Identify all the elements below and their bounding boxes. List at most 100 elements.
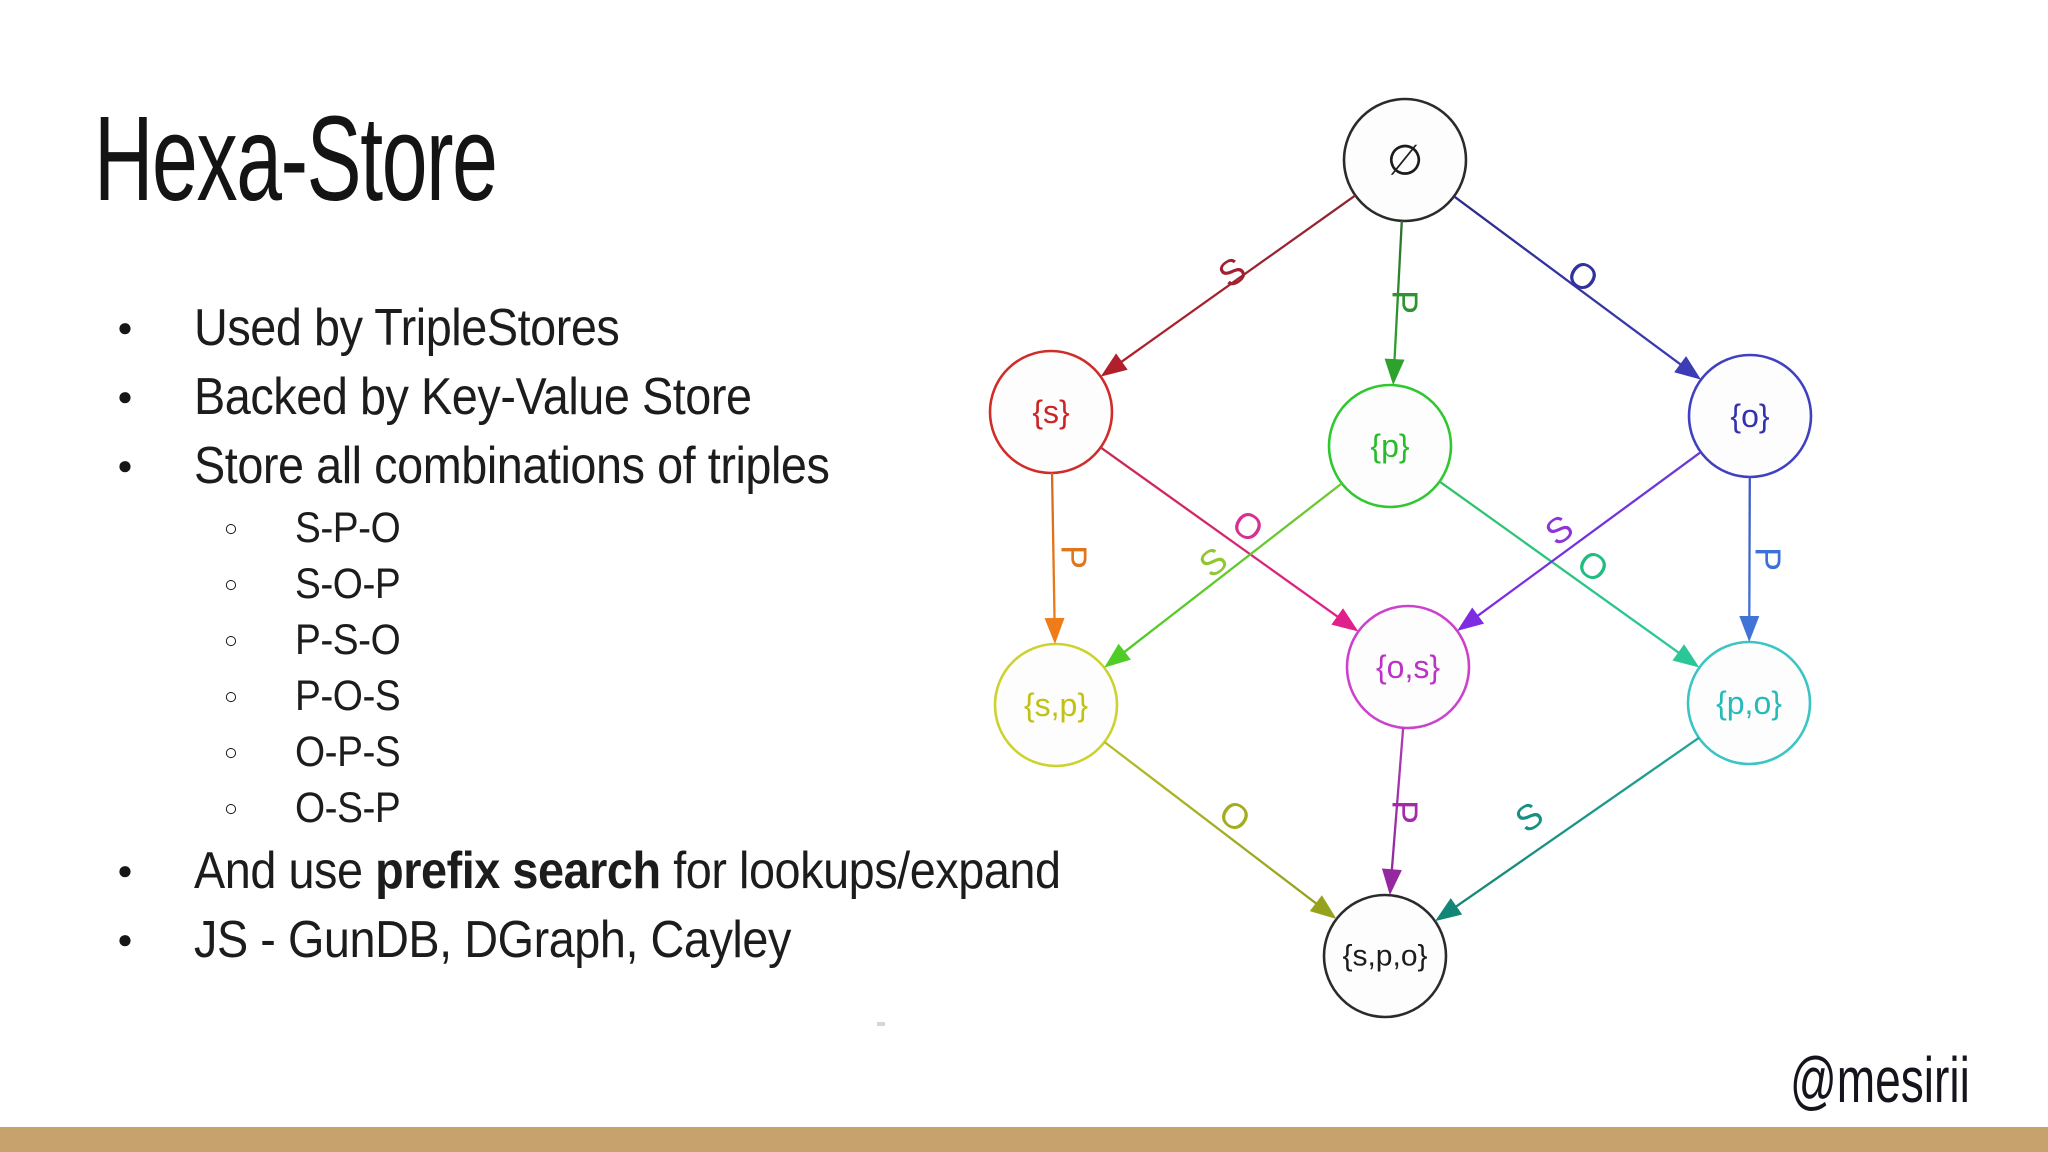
bullet-text: O-S-P	[295, 783, 401, 833]
edge-sp-spo	[1103, 741, 1319, 906]
node-circle-os	[1345, 604, 1471, 730]
edge-s-sp	[1050, 472, 1056, 621]
edge-label-p-sp: S	[1191, 538, 1235, 585]
bullet-circle-icon: ○	[224, 570, 238, 597]
edge-label-p-po: O	[1570, 541, 1617, 591]
bullet-text-segment: Used by TripleStores	[194, 298, 620, 357]
bullet-circle-icon: ○	[224, 626, 238, 653]
bullet-text: S-O-P	[295, 559, 401, 609]
node-label-os: {o,s}	[1376, 649, 1440, 685]
sub-bullet-item: ○ P-S-O	[100, 612, 1310, 668]
edge-label-sp-spo: O	[1211, 791, 1258, 841]
edge-label-o-os: S	[1537, 506, 1581, 553]
bullet-item: ● Store all combinations of triples	[100, 431, 1310, 500]
node-circle-empty	[1342, 97, 1468, 223]
bullet-text: O-P-S	[295, 727, 401, 777]
arrowhead-icon-p-po	[1672, 644, 1700, 668]
edge-label-o-po: P	[1748, 547, 1789, 571]
node-label-p: {p}	[1370, 428, 1409, 464]
node-label-po: {p,o}	[1716, 685, 1782, 721]
edge-p-sp	[1122, 482, 1343, 654]
arrowhead-icon-empty-p	[1384, 358, 1405, 386]
edge-label-os-spo: P	[1385, 800, 1426, 824]
sub-bullet-item: ○O-P-S	[100, 724, 1310, 780]
bullet-item: ● JS - GunDB, DGraph, Cayley	[100, 905, 1310, 974]
stray-mark	[877, 1022, 885, 1026]
arrowhead-icon-p-sp	[1104, 643, 1131, 668]
bullet-text: P-S-O	[295, 615, 401, 665]
node-label-sp: {s,p}	[1024, 687, 1088, 723]
edge-empty-p	[1393, 220, 1403, 362]
edge-o-os	[1475, 451, 1702, 618]
sub-bullet-item: ○ P-O-S	[100, 668, 1310, 724]
node-circle-p	[1327, 383, 1453, 509]
edge-label-s-sp: P	[1054, 545, 1095, 569]
edge-empty-s	[1119, 194, 1356, 364]
bullet-dot-icon: ●	[117, 450, 133, 480]
bullet-dot-icon: ●	[117, 855, 133, 885]
bullet-item: ● Backed by Key-Value Store	[100, 362, 1310, 431]
bullet-text: JS - GunDB, DGraph, Cayley	[194, 910, 791, 970]
bullet-circle-icon: ○	[224, 682, 238, 709]
node-label-empty: ∅	[1387, 137, 1424, 184]
edge-label-empty-p: P	[1385, 290, 1426, 314]
bullet-text-segment: O-S-P	[295, 783, 401, 832]
bullet-text: P-O-S	[295, 671, 401, 721]
bullet-dot-icon: ●	[117, 312, 133, 342]
arrowhead-icon-os-spo	[1381, 868, 1402, 896]
bullet-text-segment: for lookups/expand	[660, 841, 1061, 900]
bullet-text-segment: Backed by Key-Value Store	[194, 367, 752, 426]
node-circle-sp	[993, 642, 1119, 768]
node-label-s: {s}	[1032, 394, 1070, 430]
edge-empty-o	[1453, 195, 1683, 367]
bullet-text-segment: P-O-S	[295, 671, 401, 720]
bullet-text: Used by TripleStores	[194, 298, 620, 358]
bullet-text-segment: S-O-P	[295, 559, 401, 608]
edge-p-po	[1438, 480, 1681, 655]
footer-accent-bar	[0, 1127, 2048, 1152]
bullet-text-segment: And use	[194, 841, 376, 900]
arrowhead-icon-s-sp	[1044, 617, 1065, 645]
bullet-text: S-P-O	[295, 503, 401, 553]
bullet-circle-icon: ○	[224, 794, 238, 821]
bullet-text-segment: Store all combinations of triples	[194, 436, 830, 495]
edge-label-po-spo: S	[1507, 793, 1550, 840]
node-circle-s	[988, 349, 1114, 475]
sub-bullet-item: ○ S-P-O	[100, 500, 1310, 556]
node-circle-spo	[1322, 893, 1448, 1019]
twitter-handle: @mesirii	[1790, 1044, 1970, 1116]
bullet-dot-icon: ●	[117, 381, 133, 411]
bullet-text-segment: JS - GunDB, DGraph, Cayley	[194, 910, 791, 969]
bullet-text-segment: S-P-O	[295, 503, 401, 552]
bullet-text: Store all combinations of triples	[194, 436, 830, 496]
node-circle-o	[1687, 353, 1813, 479]
arrowhead-icon-empty-o	[1674, 356, 1702, 380]
bullet-text-segment: P-S-O	[295, 615, 401, 664]
bullet-dot-icon: ●	[117, 924, 133, 954]
arrowhead-icon-o-po	[1739, 615, 1760, 643]
arrowhead-icon-empty-s	[1100, 353, 1128, 377]
edge-po-spo	[1454, 736, 1700, 909]
bullet-circle-icon: ○	[224, 514, 238, 541]
bullet-text: Backed by Key-Value Store	[194, 367, 752, 427]
arrowhead-icon-sp-spo	[1309, 895, 1337, 920]
edge-s-os	[1099, 446, 1340, 619]
node-label-spo: {s,p,o}	[1342, 940, 1427, 973]
arrowhead-icon-po-spo	[1435, 898, 1463, 922]
edge-label-empty-o: O	[1560, 251, 1607, 301]
bullet-text-bold-segment: prefix search	[375, 841, 661, 900]
arrowhead-icon-s-os	[1331, 608, 1359, 632]
bullet-list: ● Used by TripleStores ● Backed by Key-Valu…	[100, 293, 1310, 974]
bullet-item: ● And use prefix search for lookups/expan…	[100, 836, 1310, 905]
bullet-item: ● Used by TripleStores	[100, 293, 1310, 362]
bullet-text-segment: O-P-S	[295, 727, 401, 776]
node-label-o: {o}	[1730, 398, 1769, 434]
node-circle-po	[1686, 640, 1812, 766]
sub-bullet-item: ○ S-O-P	[100, 556, 1310, 612]
arrowhead-icon-o-os	[1457, 607, 1485, 631]
page-title: Hexa-Store	[94, 90, 498, 226]
edge-os-spo	[1390, 727, 1405, 872]
sub-bullet-item: ○ O-S-P	[100, 780, 1310, 836]
